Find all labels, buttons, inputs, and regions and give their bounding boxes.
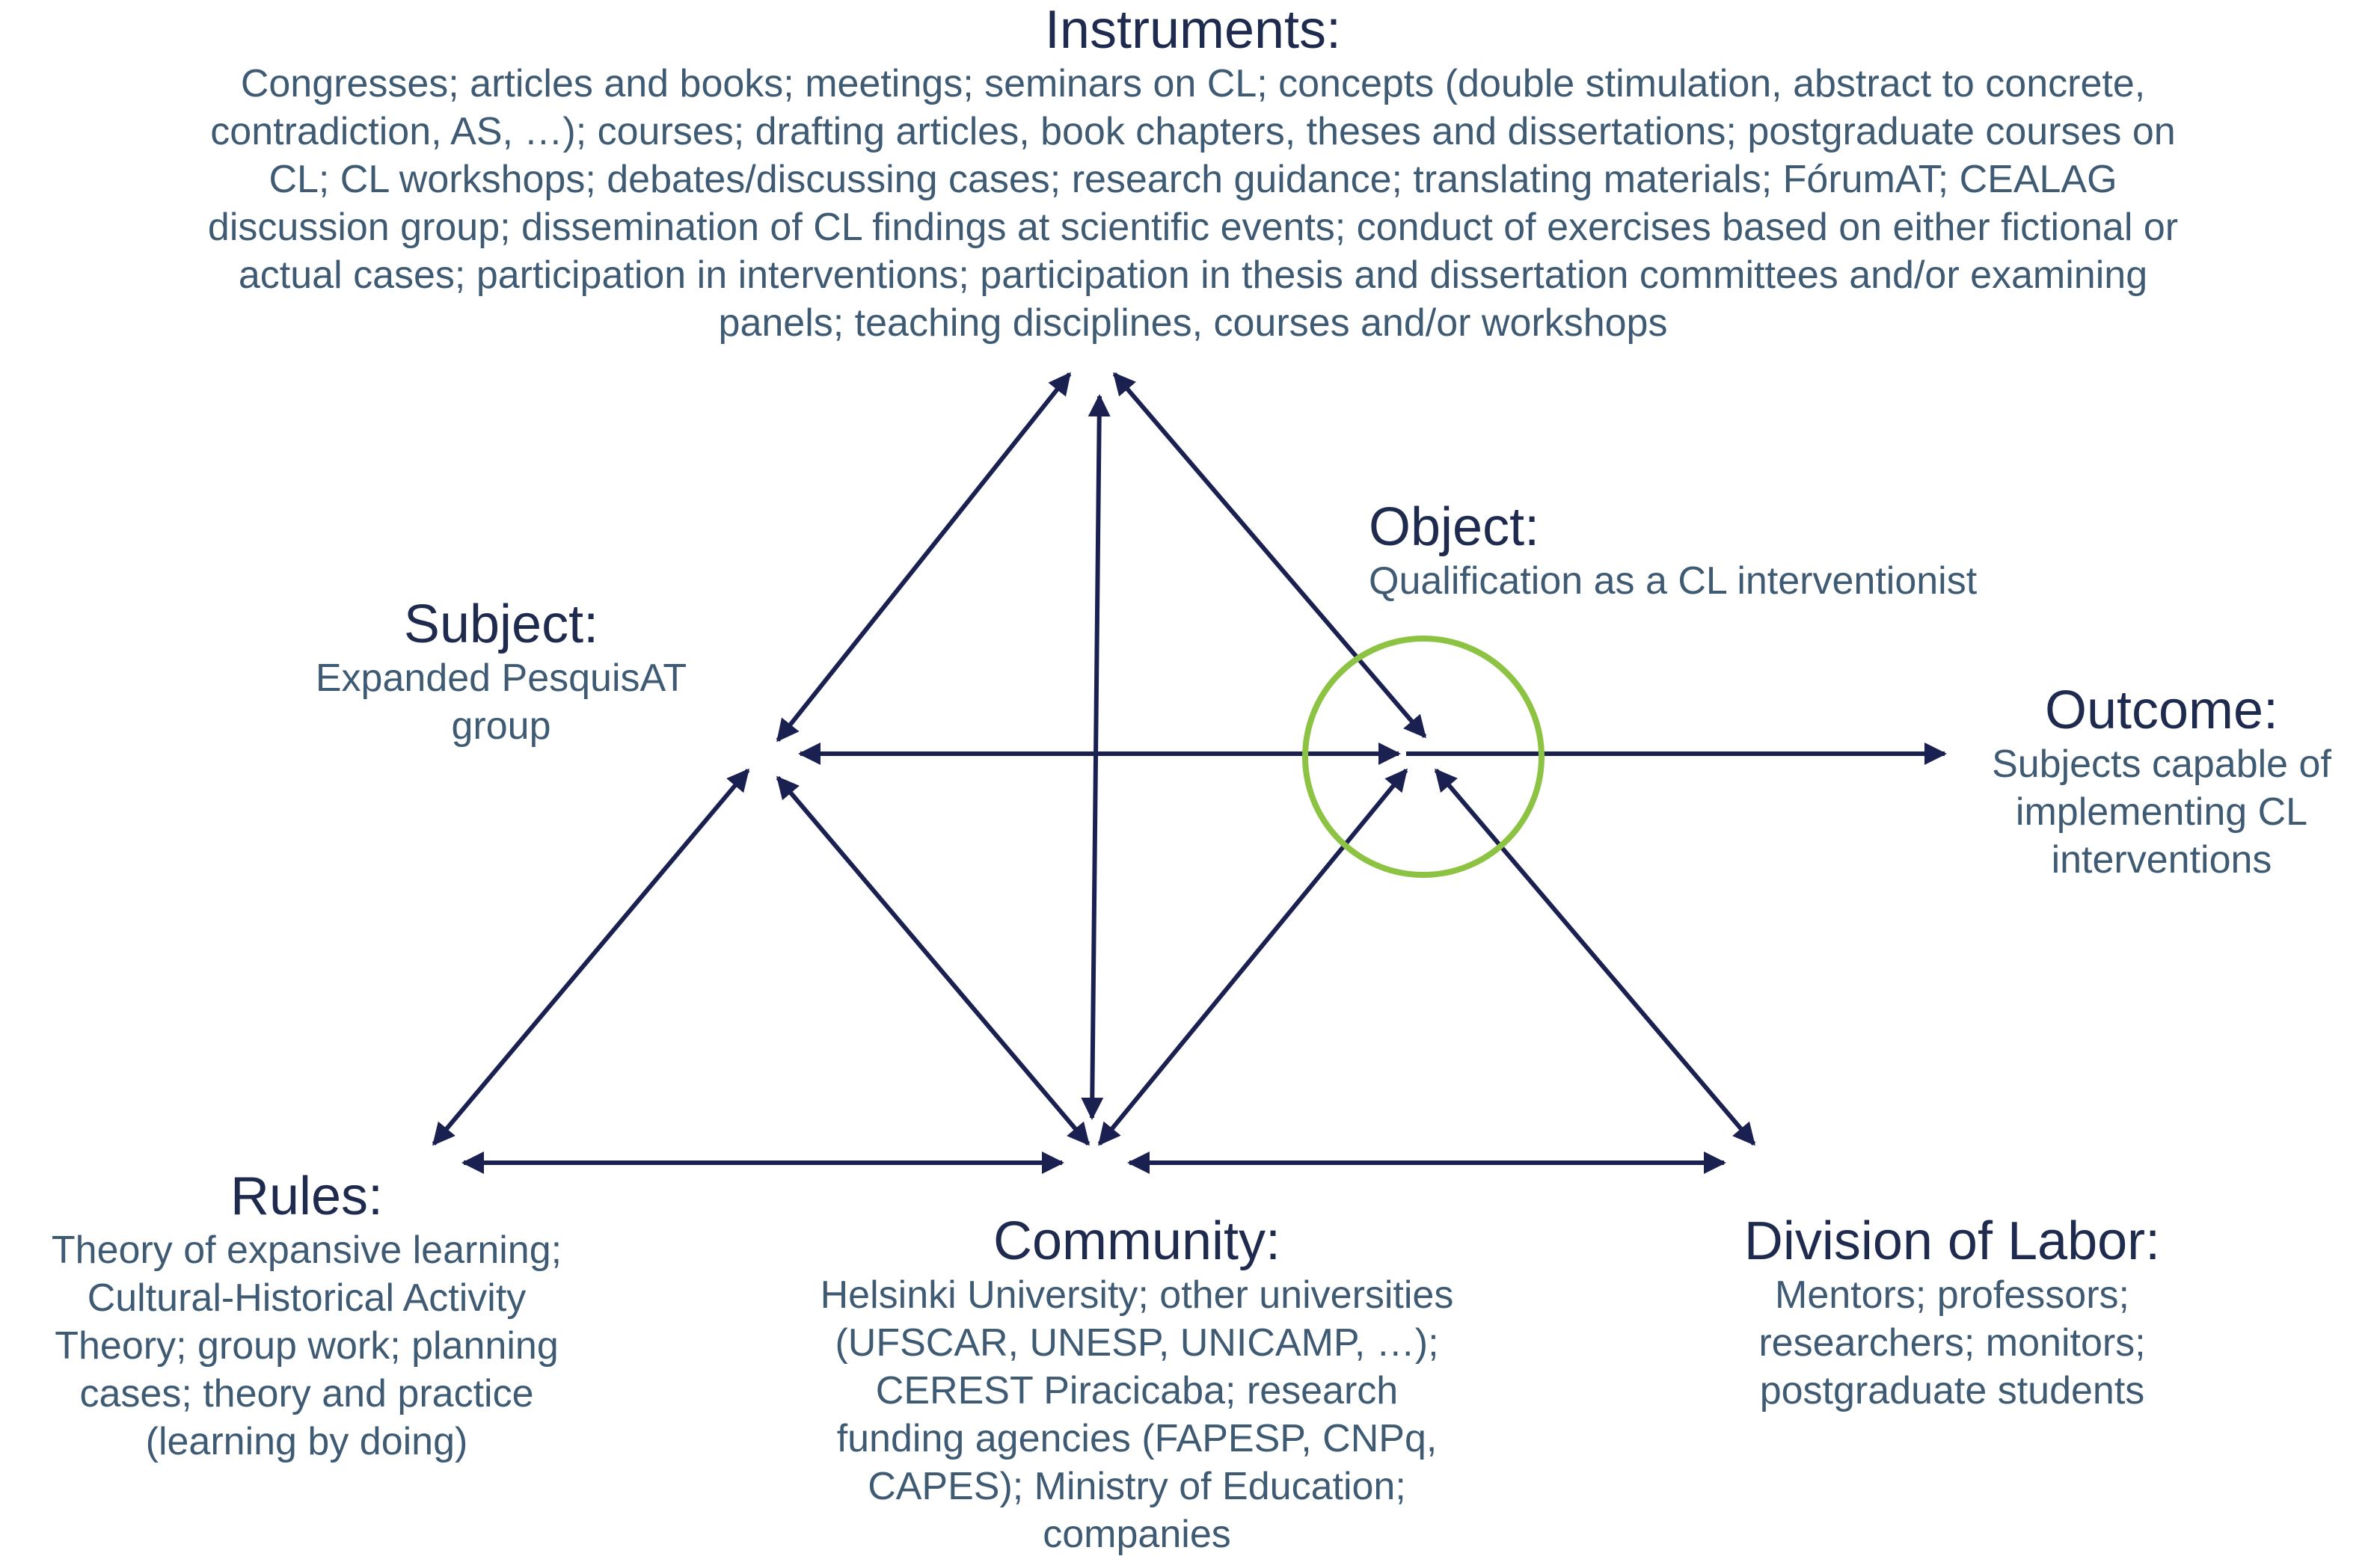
arrow-subject-community	[776, 775, 1091, 1146]
outcome-text: Subjects capable of implementing CL inte…	[1992, 743, 2331, 882]
outcome-node: Outcome: Subjects capable of implementin…	[1960, 680, 2364, 884]
rules-node: Rules: Theory of expansive learning; Cul…	[0, 1166, 613, 1466]
division-title: Division of Labor:	[1743, 1211, 2161, 1271]
object-text: Qualification as a CL interventionist	[1369, 559, 1978, 603]
instruments-node: Instruments: Congresses; articles and bo…	[52, 0, 2334, 347]
community-text: Helsinki University; other universities …	[820, 1273, 1454, 1556]
rules-title: Rules:	[230, 1166, 384, 1226]
division-of-labor-node: Division of Labor: Mentors; professors; …	[1668, 1211, 2236, 1415]
object-node: Object: Qualification as a CL interventi…	[1369, 497, 2117, 605]
community-title: Community:	[993, 1211, 1281, 1271]
arrow-instruments-object	[1112, 372, 1427, 739]
rules-text: Theory of expansive learning; Cultural-H…	[51, 1229, 562, 1463]
object-title: Object:	[1369, 497, 1540, 557]
subject-text: Expanded PesquisAT group	[315, 657, 687, 748]
object-highlight-circle	[1302, 636, 1545, 878]
community-node: Community: Helsinki University; other un…	[763, 1211, 1511, 1558]
arrow-instruments-community	[1081, 394, 1111, 1120]
arrow-instruments-subject	[776, 372, 1072, 743]
arrow-object-division	[1434, 768, 1756, 1146]
subject-title: Subject:	[403, 594, 599, 654]
arrow-subject-rules	[432, 768, 750, 1146]
outcome-title: Outcome:	[2044, 680, 2279, 740]
instruments-title: Instruments:	[1044, 0, 1342, 60]
subject-node: Subject: Expanded PesquisAT group	[247, 594, 755, 750]
arrow-object-community	[1097, 768, 1408, 1146]
division-text: Mentors; professors; researchers; monito…	[1758, 1273, 2146, 1412]
instruments-text: Congresses; articles and books; meetings…	[207, 62, 2179, 345]
